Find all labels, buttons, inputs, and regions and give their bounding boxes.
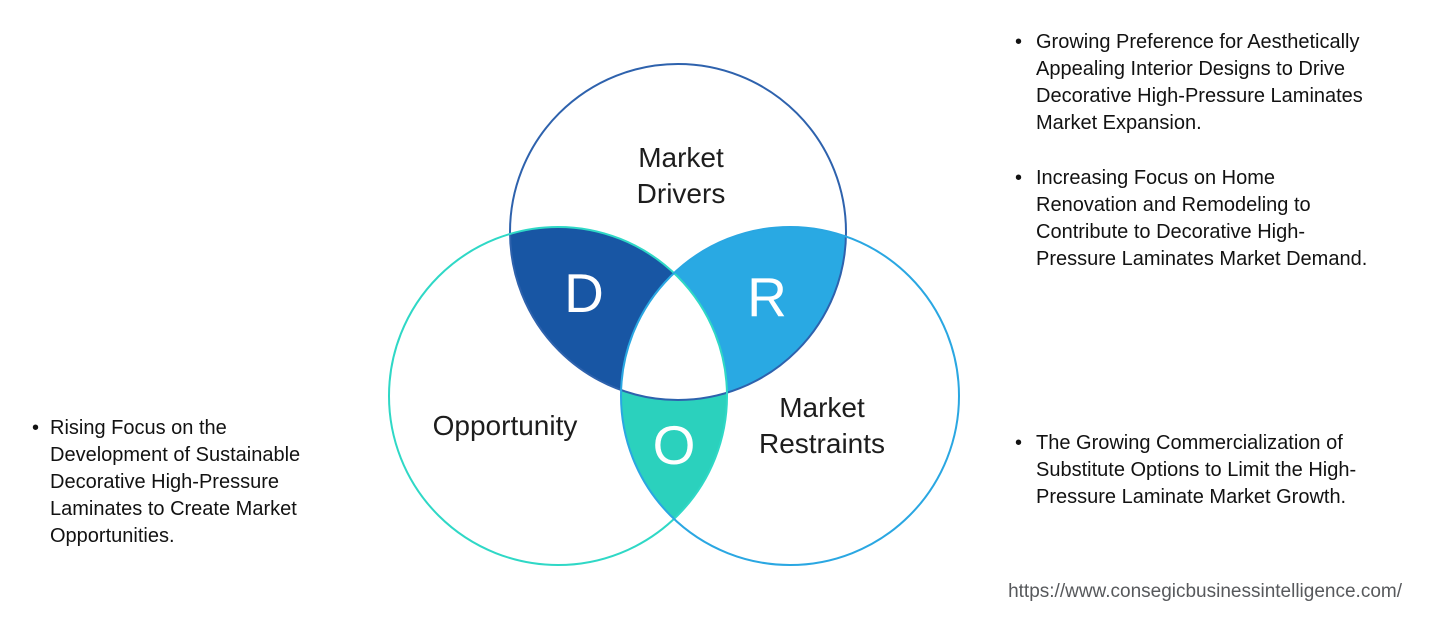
list-item: • Increasing Focus on Home Renovation an… (1006, 165, 1426, 273)
bullet-dot-icon: • (1015, 167, 1023, 189)
bullet-dot-icon: • (32, 417, 40, 439)
opportunity-insights-list: • Rising Focus on the Development of Sus… (30, 415, 370, 550)
opportunity-label: Opportunity (433, 410, 578, 441)
letter-o: O (653, 414, 696, 476)
restraint-insights-list: • The Growing Commercialization of Subst… (1006, 430, 1426, 511)
bullet-text: The Growing Commercialization of Substit… (1036, 432, 1357, 508)
opportunity-circle-outline (388, 226, 728, 566)
drivers-label-line1: Market (638, 142, 724, 173)
drivers-circle-outline (509, 63, 847, 401)
bullet-text: Rising Focus on the Development of Susta… (50, 417, 301, 547)
letter-r: R (747, 266, 787, 328)
bullet-text: Increasing Focus on Home Renovation and … (1036, 167, 1368, 270)
bullet-text: Growing Preference for Aesthetically App… (1036, 31, 1363, 134)
restraints-label-line2: Restraints (759, 428, 885, 459)
list-item: • Growing Preference for Aesthetically A… (1006, 29, 1426, 137)
restraints-label-line1: Market (779, 392, 865, 423)
bullet-dot-icon: • (1015, 432, 1023, 454)
driver-insights-list: • Growing Preference for Aesthetically A… (1006, 29, 1426, 273)
restraints-circle-outline (620, 226, 960, 566)
source-url[interactable]: https://www.consegicbusinessintelligence… (1008, 581, 1402, 602)
list-item: • The Growing Commercialization of Subst… (1006, 430, 1426, 511)
drivers-label-line2: Drivers (637, 178, 726, 209)
bullet-dot-icon: • (1015, 31, 1023, 53)
list-item: • Rising Focus on the Development of Sus… (30, 415, 370, 550)
letter-d: D (564, 262, 604, 324)
